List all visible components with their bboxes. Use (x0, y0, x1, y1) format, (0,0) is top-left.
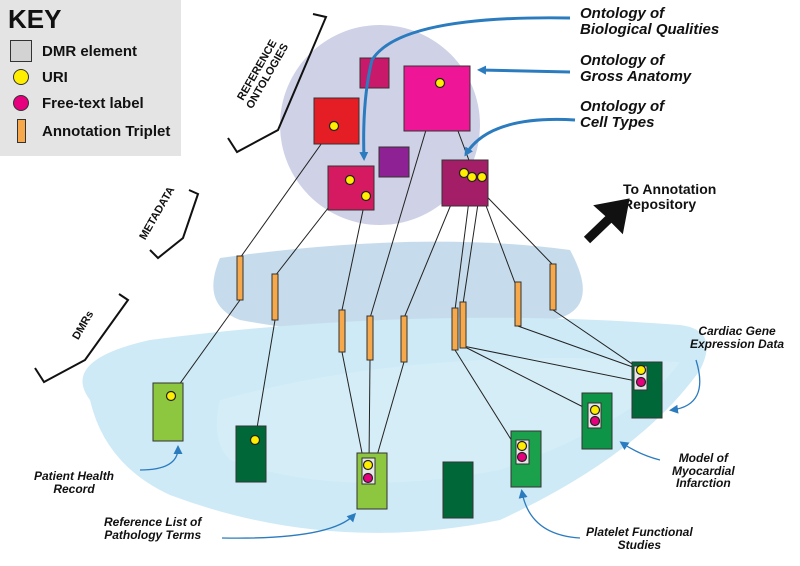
dmr-uri-circles (165, 364, 647, 471)
ontology-term-box-red (313, 97, 360, 145)
dmr-box-dark-center (442, 461, 474, 519)
key-item-label: Free-text label (42, 94, 144, 112)
free-text-circle-icon (8, 95, 34, 111)
gross-anatomy-ontology-box (403, 65, 471, 132)
ontology-small-term-box (359, 57, 390, 89)
ontology-arrows (359, 16, 576, 161)
cell-types-label: Ontology of Cell Types (580, 98, 665, 131)
key-item-free-text: Free-text label (8, 92, 144, 114)
key-item-label: Annotation Triplet (42, 122, 171, 140)
uri-circle-icon (8, 69, 34, 85)
biological-qualities-label: Ontology of Biological Qualities (580, 5, 720, 38)
platelet-studies-label: Platelet Functional Studies (586, 525, 693, 552)
dmr-band-inner (216, 357, 680, 483)
dmr-box-dark-left (235, 425, 267, 483)
gross-anatomy-label: Ontology of Gross Anatomy (580, 52, 692, 85)
key-title: KEY (8, 4, 62, 34)
cardiac-gene-expression-label: Cardiac Gene Expression Data (690, 324, 785, 351)
repository-arrow (583, 198, 630, 244)
reference-bracket (227, 13, 328, 154)
annotation-repository-label: To Annotation Repository (623, 181, 717, 212)
key-item-triplet: Annotation Triplet (8, 119, 171, 143)
key-item-uri: URI (8, 66, 68, 88)
key-item-dmr: DMR element (8, 40, 137, 62)
patient-health-record-dmr (152, 382, 184, 442)
ontology-term-box-purple (378, 146, 410, 178)
key-item-label: URI (42, 68, 68, 86)
key-item-label: DMR element (42, 42, 138, 60)
cell-types-ontology-box (441, 159, 489, 207)
metadata-bracket (149, 189, 200, 260)
dmr-square-icon (8, 40, 34, 62)
callout-arrows (139, 359, 701, 539)
biological-qualities-ontology-box (327, 165, 375, 211)
key-legend: KEY DMR element URI Free-text label Anno… (0, 0, 181, 156)
dmrs-bracket (34, 293, 130, 384)
myocardial-infarction-label: Model of Myocardial Infarction (672, 451, 735, 491)
dmr-free-text-circles (362, 376, 647, 484)
ontology-uri-circles (328, 77, 488, 202)
triplet-bar-icon (8, 119, 34, 143)
patient-health-record-label: Patient Health Record (34, 469, 115, 496)
metadata-band (213, 241, 583, 335)
pathology-terms-label: Reference List of Pathology Terms (104, 515, 202, 542)
annotation-triplets (236, 255, 557, 363)
